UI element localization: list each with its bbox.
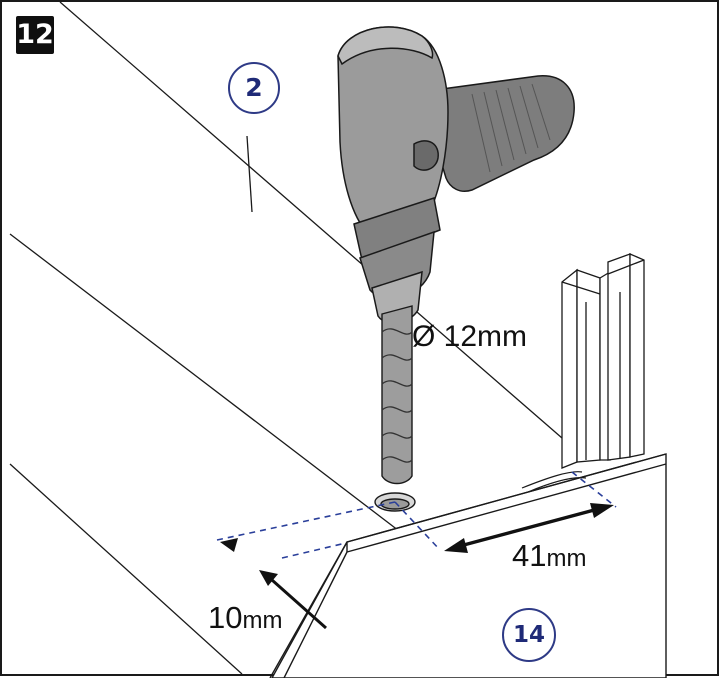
drill-grip-texture xyxy=(471,83,551,173)
frame-14-outline xyxy=(269,453,667,678)
drill-top-highlight xyxy=(337,26,434,66)
panel-lower-edge xyxy=(9,463,243,675)
drill-handle xyxy=(419,75,575,192)
drill-bit-flutes xyxy=(381,328,413,463)
panel-middle-edge xyxy=(9,233,425,551)
distance-41-label: 41mm xyxy=(512,538,586,574)
drill-trigger xyxy=(413,140,439,171)
distance-10-unit: mm xyxy=(242,607,283,634)
panel-top-edge xyxy=(59,2,563,439)
guide-edge-left xyxy=(281,542,347,559)
distance-10-label: 10mm xyxy=(208,600,282,636)
part-callout-14: 14 xyxy=(502,608,556,662)
panel-2-leader xyxy=(246,135,253,213)
distance-10-value: 10 xyxy=(208,600,243,635)
dimension-arrow-10 xyxy=(220,538,327,630)
drill-icon xyxy=(337,26,575,324)
distance-41-value: 41 xyxy=(512,538,547,573)
part-callout-2: 2 xyxy=(228,62,280,114)
measurement-guides xyxy=(216,471,617,559)
step-number-badge: 12 xyxy=(16,16,54,54)
panel-2-outline xyxy=(9,2,563,675)
dimension-arrow-41 xyxy=(444,503,614,553)
guide-edge-right xyxy=(571,471,617,508)
metal-profile xyxy=(561,253,645,469)
distance-41-unit: mm xyxy=(546,545,587,572)
drill-diameter-unit: mm xyxy=(477,320,528,353)
guide-hole-left xyxy=(216,501,396,541)
drill-diameter-label: Ø 12mm xyxy=(412,320,527,354)
frame-groove xyxy=(521,471,587,493)
drill-collar xyxy=(353,197,441,262)
drill-diameter-value: Ø 12 xyxy=(412,320,478,353)
drill-bit-icon xyxy=(381,305,413,485)
